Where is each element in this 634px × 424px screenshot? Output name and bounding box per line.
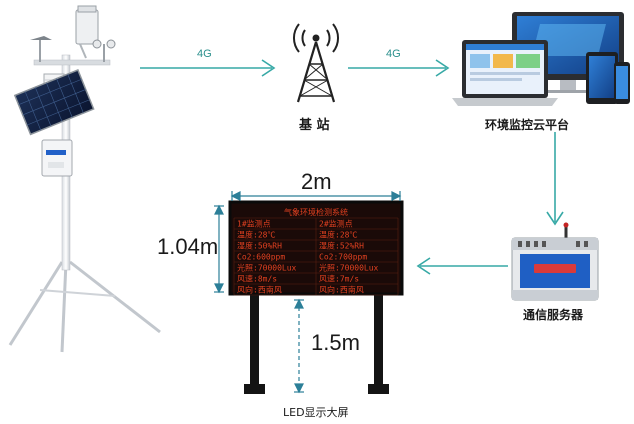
led-cell: 风向:西南风 [319,285,364,295]
pole-height-label: 1.5m [311,330,360,355]
led-cell: 1#监测点 [237,219,271,229]
base-station-label: 基 站 [299,118,330,133]
communication-server-icon [511,222,599,301]
width-dimension-label: 2m [301,169,332,194]
led-cell: Co2:600ppm [237,253,285,262]
cloud-platform-devices-icon [452,12,630,106]
link-label-station-base: 4G [197,48,212,60]
dimension-lines [214,191,402,394]
led-cell: 温度:28℃ [237,230,275,240]
height-dimension-label: 1.04m [157,234,219,259]
led-cell: 风向:西南风 [237,285,282,295]
led-cell: 风速:8m/s [237,275,277,284]
platform-label: 环境监控云平台 [485,118,570,132]
weather-station-icon [8,5,161,353]
led-title: 气象环境检测系统 [284,207,348,217]
led-cell: 湿度:50%RH [237,241,282,251]
comm-server-label: 通信服务器 [523,308,584,322]
flow-arrows [140,59,564,275]
led-cell: 2#监测点 [319,219,353,229]
led-cell: Co2:700ppm [319,253,367,262]
led-cell: 温度:28℃ [319,230,357,240]
led-cell: 湿度:52%RH [319,241,364,251]
led-cell: 光照:70000Lux [237,263,297,273]
base-station-tower-icon [292,23,340,103]
led-screen-label: LED显示大屏 [283,406,349,419]
link-label-base-platform: 4G [386,48,401,60]
led-cell: 光照:70000Lux [319,263,379,273]
led-cell: 风速:7m/s [319,275,359,284]
